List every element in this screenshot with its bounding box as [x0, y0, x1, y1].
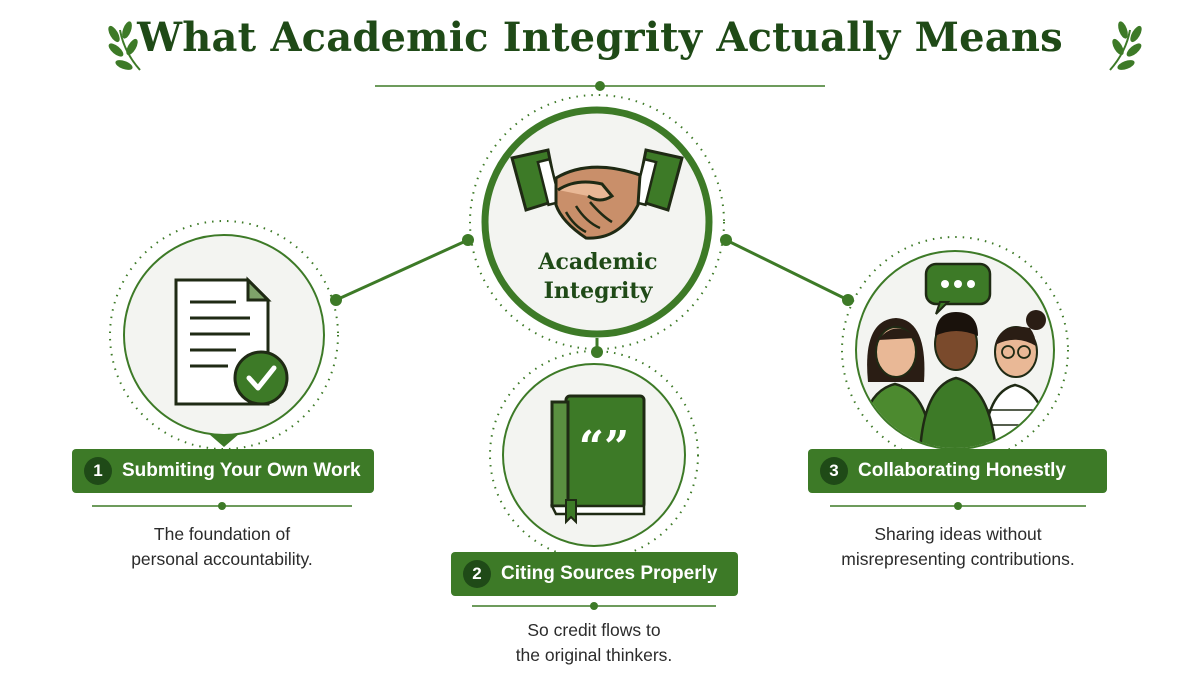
pillar-2-description: So credit flows to the original thinkers…	[464, 618, 724, 668]
laurel-left-icon	[108, 21, 141, 71]
pillar-1-label: 1 Submiting Your Own Work	[72, 449, 374, 493]
handshake-icon	[510, 148, 684, 240]
document-check-icon	[174, 276, 289, 406]
pillar-2-number: 2	[463, 560, 491, 588]
pillar-2-label: 2 Citing Sources Properly	[451, 552, 738, 596]
pillar-3-description-line1: Sharing ideas without	[874, 524, 1042, 544]
pillar-2-description-line2: the original thinkers.	[515, 645, 673, 665]
pillar-1-description-line1: The foundation of	[153, 524, 291, 544]
pillar-3-description: Sharing ideas without misrepresenting co…	[818, 522, 1098, 572]
page-title: What Academic Integrity Actually Means	[137, 14, 1063, 61]
right-dotted-ring	[841, 236, 1069, 464]
pillar-2-title: Citing Sources Properly	[501, 563, 718, 584]
pillar-1-title: Submiting Your Own Work	[122, 460, 361, 481]
connector-left	[335, 238, 469, 302]
center-label-line1: Academic	[538, 249, 658, 275]
left-dotted-ring	[109, 220, 339, 450]
bottom-dotted-ring	[489, 350, 699, 560]
quote-book-icon: “”	[549, 394, 646, 525]
pillar-3-description-line2: misrepresenting contributions.	[841, 549, 1075, 569]
pillar-1-number: 1	[84, 457, 112, 485]
pillar-3-number: 3	[820, 457, 848, 485]
svg-text:“”: “”	[579, 422, 630, 473]
center-label-line2: Integrity	[543, 278, 653, 304]
pillar-1-description: The foundation of personal accountabilit…	[92, 522, 352, 572]
pillar-3-label: 3 Collaborating Honestly	[808, 449, 1107, 493]
connector-right	[725, 238, 849, 302]
pillar-3-title: Collaborating Honestly	[858, 460, 1066, 481]
title-underline-dot	[595, 81, 605, 91]
pillar-2-description-line1: So credit flows to	[527, 620, 661, 640]
laurel-right-icon	[1109, 21, 1142, 71]
center-label: Academic Integrity	[488, 248, 708, 306]
pillar-1-description-line2: personal accountability.	[131, 549, 313, 569]
center-dotted-ring	[469, 94, 725, 350]
